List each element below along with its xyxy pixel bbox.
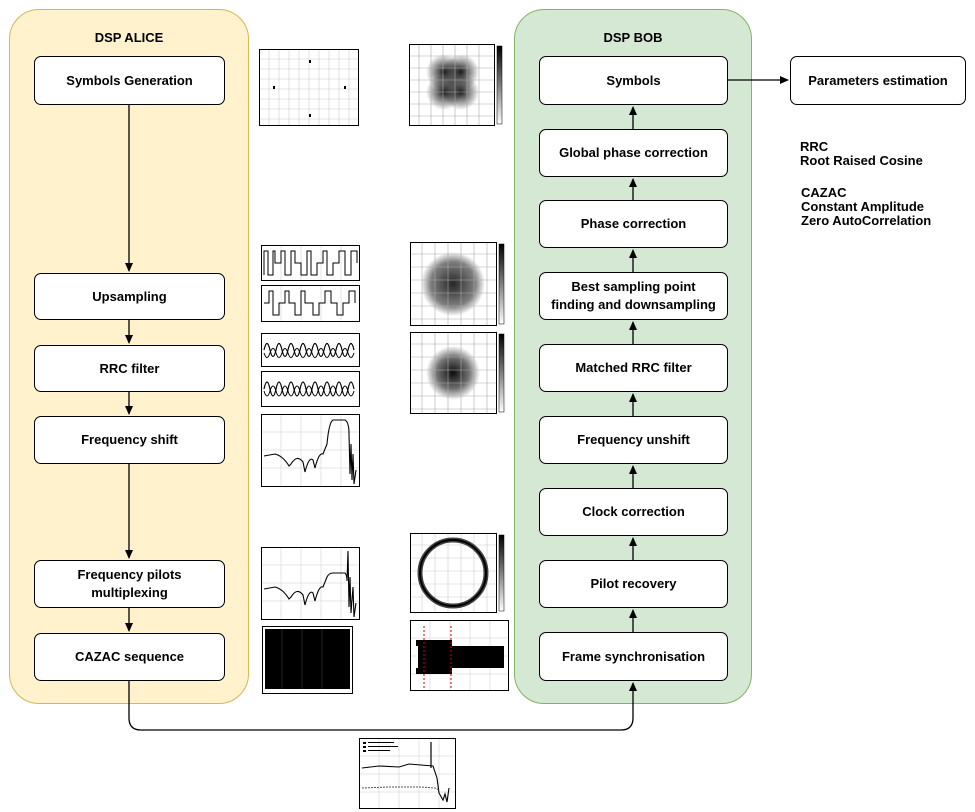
matched-filter-heatmap [410, 332, 505, 414]
cazac-note: CAZAC Constant Amplitude Zero AutoCorrel… [801, 185, 932, 228]
frequency-shift-spectrum [261, 414, 360, 487]
cazac-sequence-plot [262, 626, 353, 694]
bob-symbols-heatmap [409, 44, 503, 126]
channel-spectrum-plot [359, 738, 456, 809]
arrow-channel [128, 681, 637, 731]
parameters-estimation-box: Parameters estimation [790, 56, 966, 105]
alice-step-frequency-pilots-multiplexing: Frequency pilots multiplexing [34, 560, 225, 608]
alice-step-cazac-sequence: CAZAC sequence [34, 633, 225, 681]
bob-step-global-phase-correction: Global phase correction [539, 129, 728, 177]
bob-step-pilot-recovery: Pilot recovery [539, 560, 728, 608]
frame-synchronisation-plot [410, 620, 509, 691]
rrc-filter-signal-plots [261, 333, 360, 407]
alice-step-rrc-filter: RRC filter [34, 345, 225, 392]
symbols-constellation-plot [259, 49, 359, 126]
rrc-note: RRC Root Raised Cosine [800, 139, 923, 168]
bob-step-best-sampling-point: Best sampling point finding and downsamp… [539, 272, 728, 320]
bob-panel-title: DSP BOB [603, 30, 663, 45]
pilots-multiplexing-spectrum [261, 547, 360, 620]
pilot-recovery-ring-heatmap [410, 533, 505, 613]
bob-step-symbols: Symbols [539, 56, 728, 105]
bob-step-frequency-unshift: Frequency unshift [539, 416, 728, 464]
upsampling-signal-plots [261, 245, 360, 322]
alice-step-upsampling: Upsampling [34, 273, 225, 320]
alice-step-symbols-generation: Symbols Generation [34, 56, 225, 105]
bob-step-frame-synchronisation: Frame synchronisation [539, 632, 728, 681]
bob-step-matched-rrc-filter: Matched RRC filter [539, 344, 728, 392]
phase-correction-heatmap [410, 242, 505, 326]
alice-step-frequency-shift: Frequency shift [34, 416, 225, 464]
alice-panel-title: DSP ALICE [94, 30, 164, 45]
bob-step-phase-correction: Phase correction [539, 200, 728, 248]
bob-step-clock-correction: Clock correction [539, 488, 728, 536]
